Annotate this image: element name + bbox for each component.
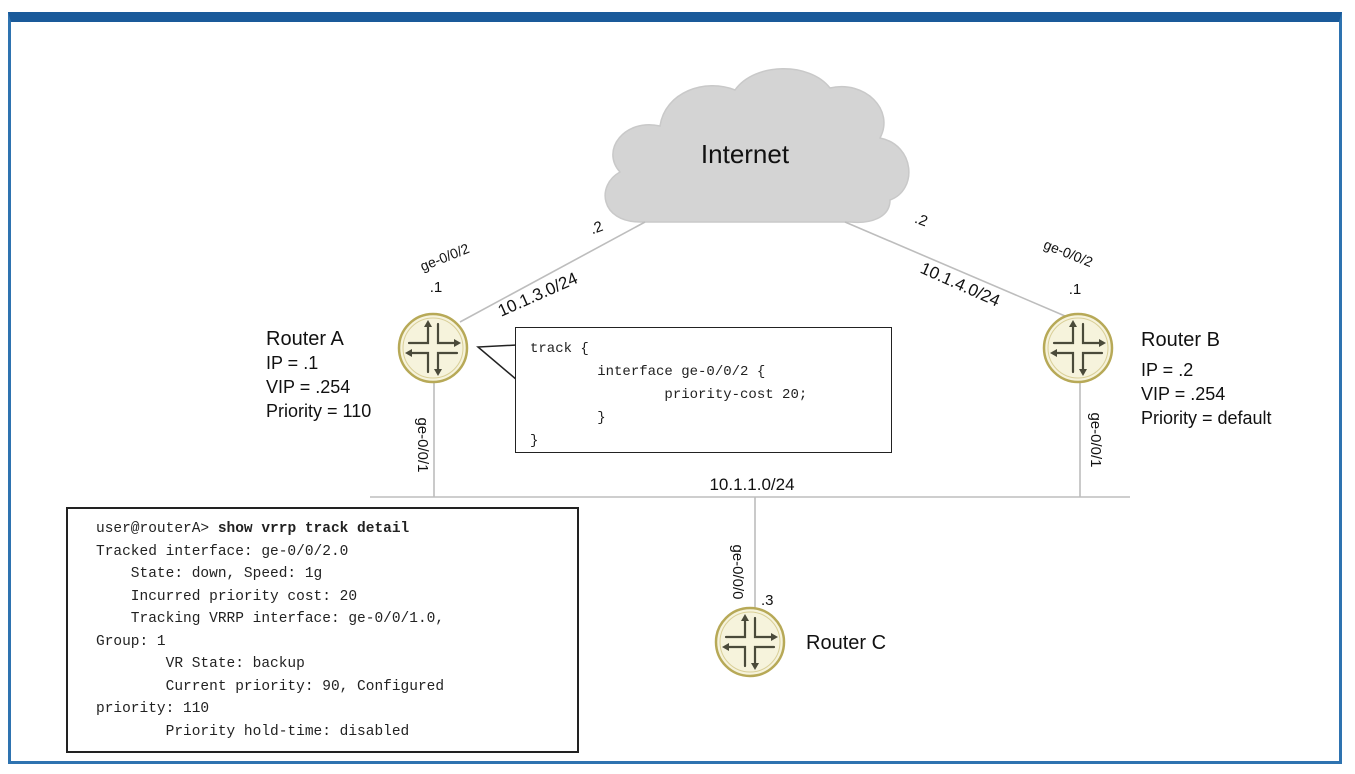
cli-prompt: user@routerA>	[96, 521, 218, 537]
router-b-icon	[1042, 312, 1114, 384]
router-c-info: Router C	[806, 631, 886, 655]
cli-output-line: Tracked interface: ge-0/0/2.0	[96, 543, 349, 560]
cli-output-line: Priority hold-time: disabled	[96, 723, 410, 740]
router-a-name: Router A	[266, 328, 344, 350]
router-c-name: Router C	[806, 632, 887, 654]
cli-output-line: priority: 110	[96, 701, 210, 717]
internet-cloud: Internet	[604, 68, 910, 224]
router-a-vip: VIP = .254	[266, 377, 351, 397]
cli-command-line: user@routerA> show vrrp track detail	[96, 518, 577, 541]
cli-output-line: Group: 1	[96, 633, 166, 650]
cli-output-line: Tracking VRRP interface: ge-0/0/1.0,	[96, 611, 445, 627]
router-a-icon	[397, 312, 469, 384]
cli-command: show vrrp track detail	[217, 521, 410, 537]
a-internet-subnet-label: 10.1.3.0/24	[495, 269, 580, 321]
cli-output-box: user@routerA> show vrrp track detail Tra…	[66, 507, 579, 753]
cli-output-line: Current priority: 90, Configured	[96, 678, 445, 695]
router-a-priority: Priority = 110	[266, 401, 372, 421]
router-a-uplink-if-label: ge-0/0/2	[418, 240, 472, 274]
router-a-ip: IP = .1	[266, 353, 319, 373]
cli-output-line: Incurred priority cost: 20	[96, 588, 358, 605]
callout-line: }	[530, 410, 606, 426]
router-b-name: Router B	[1141, 329, 1220, 351]
callout-line: interface ge-0/0/2 {	[530, 364, 766, 380]
router-b-ip: IP = .2	[1141, 360, 1194, 380]
link-a-internet	[459, 221, 646, 323]
router-c-lan-if-label: ge-0/0/0	[729, 544, 746, 599]
callout-line: track {	[530, 341, 589, 357]
internet-label: Internet	[701, 139, 790, 169]
router-b-lan-if-label: ge-0/0/1	[1087, 412, 1104, 467]
router-a-uplink-host-label: .1	[430, 279, 443, 296]
router-a-info: Router A IP = .1 VIP = .254 Priority = 1…	[266, 327, 371, 423]
lan-subnet-label: 10.1.1.0/24	[709, 475, 794, 494]
router-b-info: Router B IP = .2 VIP = .254 Priority = d…	[1141, 328, 1272, 430]
router-b-vip: VIP = .254	[1141, 384, 1226, 404]
diagram-frame	[8, 12, 1342, 764]
router-c-host-label: .3	[761, 592, 774, 609]
router-b-uplink-if-label: ge-0/0/2	[1042, 236, 1096, 270]
router-b-priority: Priority = default	[1141, 408, 1272, 428]
cli-output-line: VR State: backup	[96, 656, 305, 672]
link-b-internet	[844, 221, 1066, 317]
track-config-callout: track { interface ge-0/0/2 { priority-co…	[515, 327, 892, 453]
callout-line: priority-cost 20;	[530, 387, 808, 403]
router-b-uplink-host-label: .1	[1069, 281, 1082, 298]
router-c-icon	[714, 606, 786, 678]
router-a-lan-if-label: ge-0/0/1	[414, 417, 431, 472]
callout-line: }	[530, 433, 539, 449]
cli-output-line: State: down, Speed: 1g	[96, 566, 323, 582]
callout-pointer	[476, 344, 518, 381]
links	[370, 221, 1130, 612]
a-isp-host-label: .2	[588, 218, 606, 238]
b-isp-host-label: .2	[912, 210, 930, 230]
